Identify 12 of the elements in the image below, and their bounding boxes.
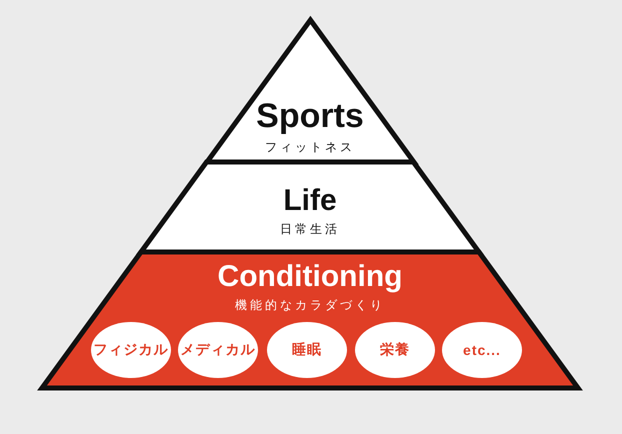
tier-title: Life	[283, 184, 337, 217]
tier-subtitle: フィットネス	[264, 139, 355, 156]
category-label: フィジカル	[94, 341, 168, 359]
pyramid-tier	[38, 248, 582, 392]
tier-title: Conditioning	[218, 260, 402, 293]
tier-subtitle: 機能的なカラダづくり	[235, 297, 385, 314]
category-label: 睡眠	[292, 341, 322, 359]
category-label: 栄養	[380, 341, 410, 359]
category-label: etc...	[463, 342, 501, 358]
category-label: メディカル	[180, 341, 256, 359]
tier-subtitle: 日常生活	[280, 221, 340, 238]
tier-title: Sports	[256, 98, 364, 136]
